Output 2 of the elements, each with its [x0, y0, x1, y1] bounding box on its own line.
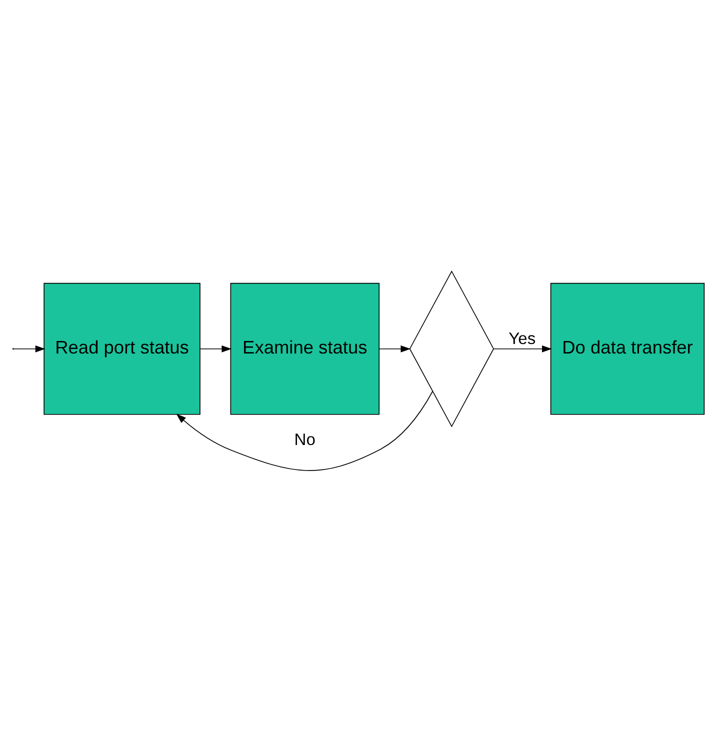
edge-label: Yes — [508, 328, 536, 348]
edge-label: No — [294, 430, 316, 450]
